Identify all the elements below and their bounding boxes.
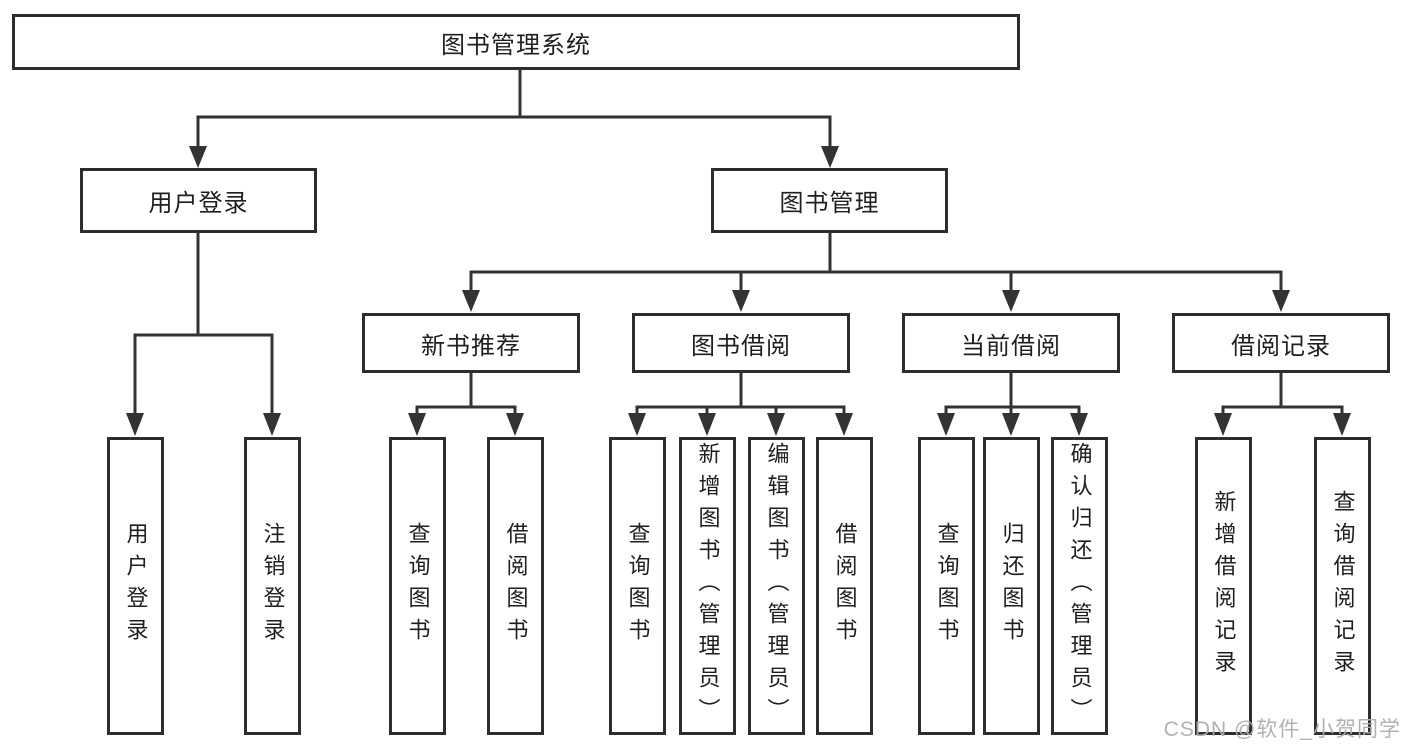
- arrow-icon: [628, 413, 646, 436]
- arrow-icon: [189, 146, 207, 168]
- arrow-icon: [821, 146, 839, 168]
- node-leaf-borrow-books: 借阅图书: [816, 437, 873, 735]
- arrow-icon: [1002, 413, 1020, 436]
- node-book-borrowing: 图书借阅: [632, 313, 850, 373]
- connector-book-management: [469, 233, 1283, 294]
- arrow-icon: [1214, 413, 1232, 436]
- arrow-icon: [1333, 413, 1351, 436]
- connector-root: [196, 70, 832, 150]
- arrow-icon: [937, 413, 955, 436]
- connector-user-login: [133, 233, 274, 416]
- node-root-library-system: 图书管理系统: [12, 14, 1020, 70]
- node-leaf-search-books-recommend: 查询图书: [389, 437, 446, 735]
- node-new-book-recommend: 新书推荐: [362, 313, 580, 373]
- node-leaf-add-borrow-record: 新增借阅记录: [1195, 437, 1252, 735]
- arrow-icon: [1002, 290, 1020, 312]
- node-leaf-borrow-books-recommend: 借阅图书: [487, 437, 544, 735]
- arrow-icon: [126, 413, 144, 436]
- node-leaf-search-borrow-record: 查询借阅记录: [1314, 437, 1371, 735]
- node-leaf-add-books-admin: 新增图书（管理员）: [679, 437, 736, 735]
- node-user-login: 用户登录: [80, 168, 317, 233]
- node-leaf-search-books-borrow: 查询图书: [609, 437, 666, 735]
- arrow-icon: [835, 413, 853, 436]
- arrow-icon: [506, 413, 524, 436]
- arrow-icon: [732, 290, 750, 312]
- arrow-icon: [462, 290, 480, 312]
- arrow-icon: [698, 413, 716, 436]
- connector-borrow-record: [1221, 373, 1344, 416]
- arrow-icon: [263, 413, 281, 436]
- connector-book-borrow: [635, 373, 846, 416]
- node-leaf-user-login: 用户登录: [107, 437, 164, 735]
- connector-current-borrow: [944, 373, 1081, 416]
- node-leaf-edit-books-admin: 编辑图书（管理员）: [748, 437, 805, 735]
- arrow-icon: [1272, 290, 1290, 312]
- arrow-icon: [767, 413, 785, 436]
- node-borrowing-records: 借阅记录: [1172, 313, 1390, 373]
- node-book-management: 图书管理: [711, 168, 948, 233]
- node-leaf-confirm-return-admin: 确认归还（管理员）: [1051, 437, 1108, 735]
- arrow-icon: [408, 413, 426, 436]
- node-leaf-return-books: 归还图书: [983, 437, 1040, 735]
- node-current-borrowing: 当前借阅: [902, 313, 1120, 373]
- node-leaf-logout: 注销登录: [244, 437, 301, 735]
- connector-new-book: [415, 373, 517, 416]
- csdn-watermark: CSDN @软件_小贺同学: [1163, 718, 1401, 741]
- node-leaf-search-books-current: 查询图书: [918, 437, 975, 735]
- arrow-icon: [1070, 413, 1088, 436]
